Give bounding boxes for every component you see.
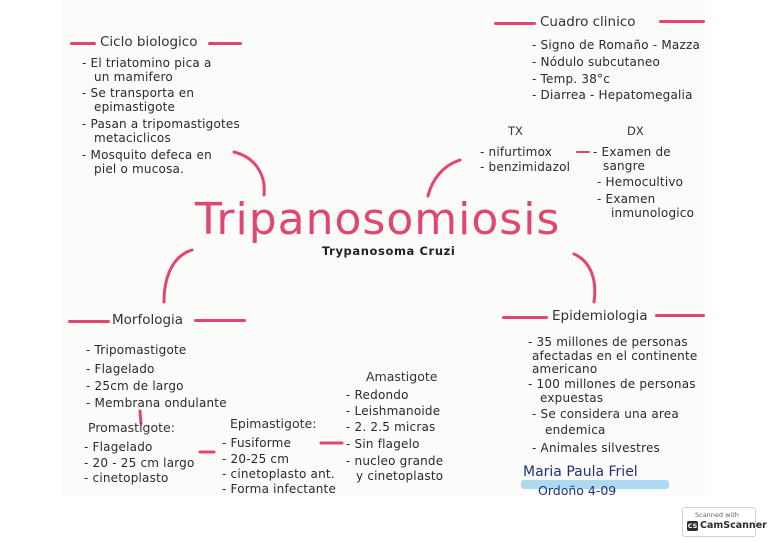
main-title: Tripanosomiosis	[195, 194, 561, 245]
tx-line: - nifurtimox	[480, 145, 553, 159]
dx-line: - Examen	[597, 192, 656, 206]
epimastigote-line: - Forma infectante	[222, 482, 337, 496]
camscanner-logo-icon: CS	[687, 521, 698, 531]
epidemiologia-line: - Animales silvestres	[532, 441, 660, 455]
epidemiologia-line: - 35 millones de personas	[528, 335, 688, 349]
ciclo-line: metaciclicos	[94, 131, 171, 145]
camscanner-badge: Scanned with CS CamScanner	[682, 507, 767, 537]
epimastigote-line: - Fusiforme	[222, 436, 292, 450]
ciclo-line: - El triatomino pica a	[82, 56, 212, 70]
ciclo-line: un mamifero	[94, 70, 173, 84]
signature-highlight	[521, 480, 669, 489]
epidemiologia-line: americano	[532, 362, 598, 376]
tx-dx-link	[576, 151, 590, 153]
epidemiologia-heading: Epidemiologia	[552, 308, 648, 324]
dx-line: - Examen de	[593, 145, 671, 159]
promastigote-line: - 20 - 25 cm largo	[84, 456, 195, 470]
subtitle: Trypanosoma Cruzi	[322, 244, 456, 258]
epidemiologia-line: - Se considera una area	[532, 407, 679, 421]
morfologia-rule-right	[194, 319, 246, 322]
scanned-with-label: Scanned with	[695, 511, 739, 519]
signature-name: Maria Paula Friel	[523, 464, 638, 480]
epimastigote-line: - cinetoplasto ant.	[222, 467, 335, 481]
epimastigote-line: - 20-25 cm	[222, 452, 290, 466]
ciclo-rule-right	[208, 42, 242, 45]
epimastigote-heading: Epimastigote:	[230, 416, 317, 431]
camscanner-brand: CamScanner	[700, 520, 767, 531]
cuadro-heading: Cuadro clinico	[540, 14, 636, 30]
promastigote-line: - cinetoplasto	[84, 471, 169, 485]
connector-cuadro	[426, 158, 462, 198]
promastigote-line: - Flagelado	[84, 440, 153, 454]
connector-morfologia	[162, 248, 194, 304]
amastigote-line: y cinetoplasto	[356, 469, 444, 483]
epidemiologia-line: endemica	[545, 423, 606, 437]
promastigote-heading: Promastigote:	[88, 420, 175, 435]
dx-line: - Hemocultivo	[597, 175, 684, 189]
morfologia-line: - 25cm de largo	[86, 379, 184, 393]
morfologia-line: - Flagelado	[86, 362, 155, 376]
morfologia-rule-left	[68, 320, 110, 323]
epidemiologia-line: expuestas	[540, 391, 604, 405]
ciclo-rule-left	[70, 42, 96, 45]
morfologia-line: - Membrana ondulante	[86, 396, 227, 410]
ciclo-line: piel o mucosa.	[94, 162, 185, 176]
tx-heading: TX	[508, 124, 523, 138]
epidemiologia-line: afectadas en el continente	[532, 349, 698, 363]
amastigote-heading: Amastigote	[366, 369, 438, 384]
cuadro-line: - Temp. 38°c	[532, 72, 611, 86]
ciclo-line: epimastigote	[94, 100, 176, 114]
morfologia-heading: Morfologia	[112, 312, 184, 328]
dx-line: sangre	[603, 159, 646, 173]
connector-epidemiologia	[572, 252, 597, 304]
tx-line: - benzimidazol	[480, 160, 571, 174]
cuadro-line: - Signo de Romaño - Mazza	[532, 38, 701, 52]
cuadro-rule-right	[659, 20, 705, 23]
morfologia-line: - Tripomastigote	[86, 343, 187, 357]
note-sheet	[62, 0, 705, 496]
connector-promastigote	[138, 409, 143, 426]
ciclo-heading: Ciclo biologico	[100, 34, 198, 50]
amastigote-line: - nucleo grande	[346, 454, 444, 468]
ciclo-line: - Se transporta en	[82, 86, 195, 100]
dx-line: inmunologico	[611, 206, 695, 220]
epidemiologia-rule-right	[655, 314, 705, 317]
epidemiologia-rule-left	[502, 316, 548, 319]
amastigote-line: - Redondo	[346, 388, 409, 402]
dx-heading: DX	[627, 124, 644, 138]
cuadro-line: - Nódulo subcutaneo	[532, 55, 661, 69]
cuadro-line: - Diarrea - Hepatomegalia	[532, 88, 693, 102]
epidemiologia-line: - 100 millones de personas	[528, 377, 696, 391]
connector-ciclo	[232, 150, 266, 197]
amastigote-line: - Leishmanoide	[346, 404, 441, 418]
cuadro-rule-left	[494, 22, 536, 25]
amastigote-line: - 2. 2.5 micras	[346, 420, 436, 434]
signature-surname: Ordoño 4-09	[538, 483, 617, 498]
ciclo-line: - Mosquito defeca en	[82, 148, 212, 162]
ciclo-line: - Pasan a tripomastigotes	[82, 117, 240, 131]
amastigote-line: - Sin flagelo	[346, 437, 420, 451]
